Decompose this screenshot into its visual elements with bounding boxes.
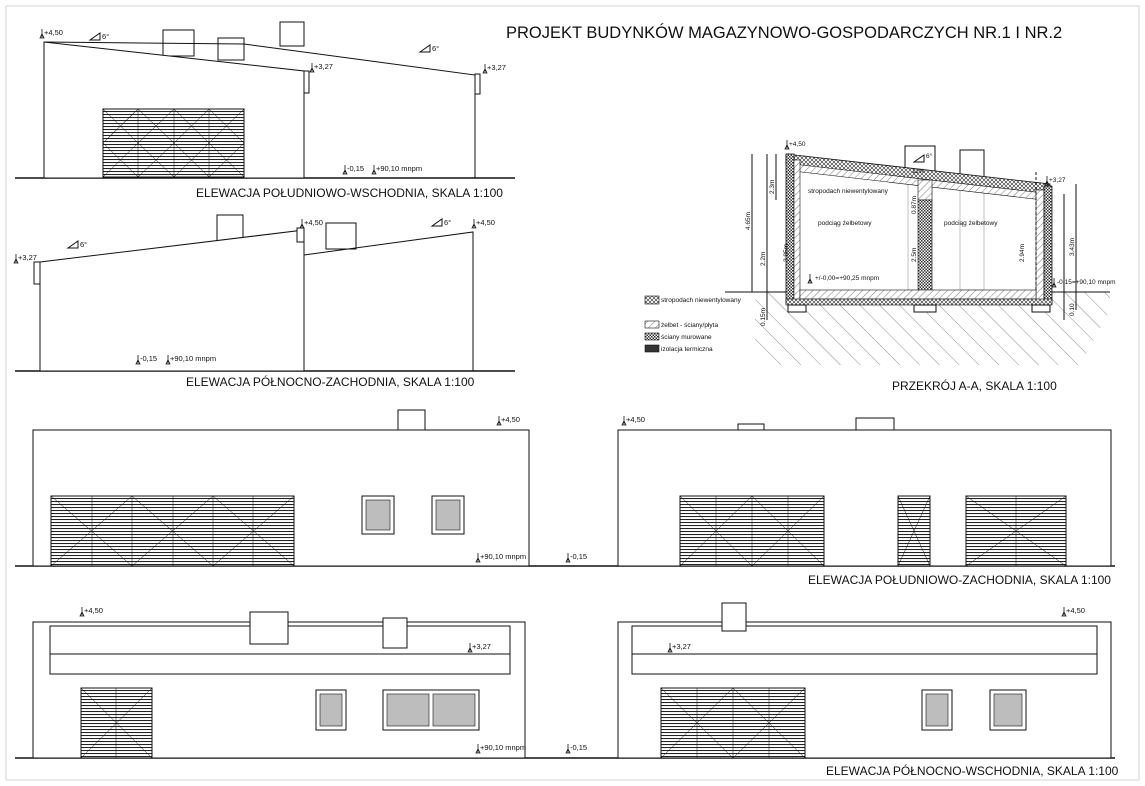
elevation-ne: +4,50 +3,27 +3,27 +4,50 +90,10 mnpm -0,1… [15, 602, 1119, 778]
level-label: +4,50 [501, 415, 520, 424]
level-label: +3,27 [472, 642, 491, 651]
roof-angle: 6° [926, 152, 933, 160]
caption-ne: ELEWACJA PÓŁNOCNO-WSCHODNIA, SKALA 1:100 [826, 763, 1119, 778]
dimension-label: 2.2m [760, 252, 767, 266]
dimension-label: 2.3m [769, 180, 776, 194]
section-label: podciąg żelbetowy [944, 220, 998, 227]
level-label: +4,50 [1066, 606, 1085, 615]
caption-section: PRZEKRÓJ A-A, SKALA 1:100 [892, 378, 1057, 393]
level-label: +4,50 [476, 218, 495, 227]
dimension-label: 3.85m [783, 244, 790, 262]
legend-swatch [644, 320, 660, 329]
dimension-label: 2.5m [911, 248, 918, 262]
roof-angle: 6° [102, 32, 109, 41]
legend: stropodach niewentylowany żelbet - ścian… [644, 295, 742, 353]
dimension-label: 2.94m [1019, 244, 1026, 262]
legend-label: stropodach niewentylowany [661, 297, 742, 304]
level-label: -0,15 [347, 164, 364, 173]
section-aa: 4.65m 2.3m 3.85m 2.2m 0.15m 0.87m 2.5m 2… [725, 139, 1116, 393]
level-label: +3,27 [487, 63, 506, 72]
sheet-frame [5, 5, 1140, 781]
legend-swatch [644, 295, 660, 305]
level-label: +90,10 mnpm [480, 743, 526, 752]
level-label: +4,50 [304, 218, 323, 227]
legend-label: ściany murowane [661, 334, 712, 341]
level-label: +90,10 mnpm [170, 354, 216, 363]
roof-slope: 11% [912, 168, 925, 175]
level-label: +3,27 [314, 62, 333, 71]
legend-label: izolacja termiczna [661, 346, 713, 353]
level-label: -0,15 [570, 743, 587, 752]
dimension-label: 0.15m [760, 308, 767, 326]
level-label: +3,27 [1049, 177, 1066, 184]
level-label: -0,15 [570, 552, 587, 561]
roof-angle: 6° [80, 240, 87, 249]
roof-angle: 6° [444, 218, 451, 227]
elevation-se: +4,50 +3,27 +3,27 6° 6° -0,15 +90,10 mnp… [15, 21, 515, 200]
level-label: -0,15=+90,10 mnpm [1057, 279, 1116, 286]
legend-swatch [644, 344, 660, 353]
dimension-label: 0.87m [911, 196, 918, 214]
caption-nw: ELEWACJA PÓŁNOCNO-ZACHODNIA, SKALA 1:100 [186, 374, 475, 389]
caption-sw: ELEWACJA POŁUDNIOWO-ZACHODNIA, SKALA 1:1… [808, 573, 1111, 587]
level-label: +3,27 [672, 642, 691, 651]
elevation-sw: +4,50 +4,50 +90,10 mnpm -0,15 ELEWACJA P… [15, 409, 1115, 587]
page-title: PROJEKT BUDYNKÓW MAGAZYNOWO-GOSPODARCZYC… [506, 23, 1062, 42]
dimension-label: 4.65m [745, 212, 752, 230]
level-label: +3,27 [18, 253, 37, 262]
roof-angle: 6° [432, 44, 439, 53]
level-label: +4,50 [84, 606, 103, 615]
dimension-label: 3.43m [1069, 238, 1076, 256]
caption-se: ELEWACJA POŁUDNIOWO-WSCHODNIA, SKALA 1:1… [196, 186, 503, 200]
level-label: +4,50 [626, 415, 645, 424]
level-label: -0,15 [140, 354, 157, 363]
level-label: +4,50 [44, 28, 63, 37]
level-label: +90,10 mnpm [376, 164, 422, 173]
section-label: podciąg żelbetowy [818, 220, 872, 227]
elevation-nw: +3,27 +4,50 +4,50 6° 6° -0,15 +90,10 mnp… [13, 214, 515, 389]
section-label: stropodach niewentylowany [808, 188, 889, 195]
legend-label: żelbet - ściany/płyta [661, 322, 718, 329]
level-label: +90,10 mnpm [480, 552, 526, 561]
level-label: +4,50 [789, 141, 806, 148]
dimension-label: 0.10 [1069, 303, 1076, 316]
level-label: +/-0,00=+90,25 mnpm [815, 275, 879, 282]
legend-swatch [644, 332, 660, 341]
